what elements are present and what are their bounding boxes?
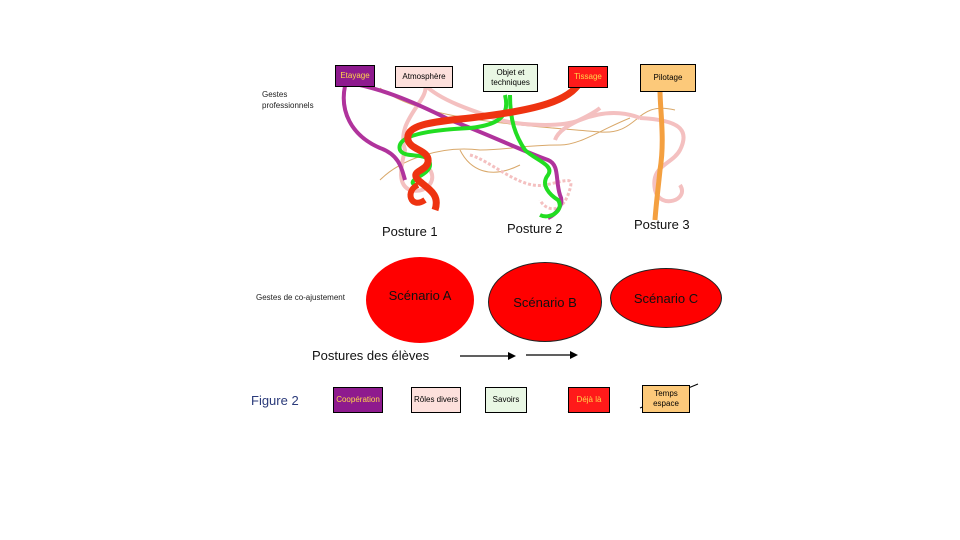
red-strand	[407, 182, 427, 206]
gestes-professionnels-label: Gestes professionnels	[262, 90, 314, 110]
posture-3: Posture 3	[634, 217, 690, 232]
cooperation-label: Coopération	[336, 395, 380, 404]
pilotage-box: Pilotage	[640, 64, 696, 92]
green-strand	[508, 94, 562, 219]
red-strand	[404, 80, 584, 212]
objet-techniques-box: Objet et techniques	[483, 64, 538, 92]
posture-1: Posture 1	[382, 224, 438, 239]
temps-espace-label: Temps espace	[653, 389, 679, 408]
scenario-a: Scénario A	[366, 257, 474, 343]
orange-strand	[652, 89, 665, 221]
scenario-a-label: Scénario A	[388, 287, 452, 303]
scenario-b-label: Scénario B	[513, 294, 577, 310]
pink-strand	[553, 106, 602, 141]
pink-strand	[423, 83, 641, 127]
atmosphere-label: Atmosphère	[402, 72, 446, 81]
arrow-2-head	[570, 351, 578, 359]
temps-espace-box: Temps espace	[642, 385, 690, 413]
atmosphere-box: Atmosphère	[395, 66, 453, 88]
green-strand	[397, 94, 509, 187]
savoirs-box: Savoirs	[485, 387, 527, 413]
roles-divers-label: Rôles divers	[413, 395, 458, 404]
pink-strand	[469, 153, 573, 211]
etayage-box: Etayage	[335, 65, 375, 87]
postures-eleves-label: Postures des élèves	[312, 348, 430, 363]
pilotage-label: Pilotage	[653, 73, 683, 82]
tan-strand	[459, 149, 521, 173]
scenario-c: Scénario C	[610, 268, 722, 328]
etayage-label: Etayage	[340, 71, 370, 80]
tissage-label: Tissage	[574, 72, 602, 81]
savoirs-label: Savoirs	[492, 395, 520, 404]
deja-la-box: Déjà là	[568, 387, 610, 413]
scenario-b: Scénario B	[488, 262, 602, 342]
figure-label: Figure 2	[251, 393, 299, 408]
tissage-box: Tissage	[568, 66, 608, 88]
deja-la-label: Déjà là	[576, 395, 602, 404]
objet-techniques-label: Objet et techniques	[491, 68, 530, 87]
cooperation-box: Coopération	[333, 387, 383, 413]
gestes-coajustement-label: Gestes de co-ajustement	[256, 293, 345, 302]
scenario-c-label: Scénario C	[633, 290, 699, 306]
arrow-1-head	[508, 352, 516, 360]
roles-divers-box: Rôles divers	[411, 387, 461, 413]
posture-2: Posture 2	[507, 221, 563, 236]
purple-strand	[341, 85, 407, 181]
